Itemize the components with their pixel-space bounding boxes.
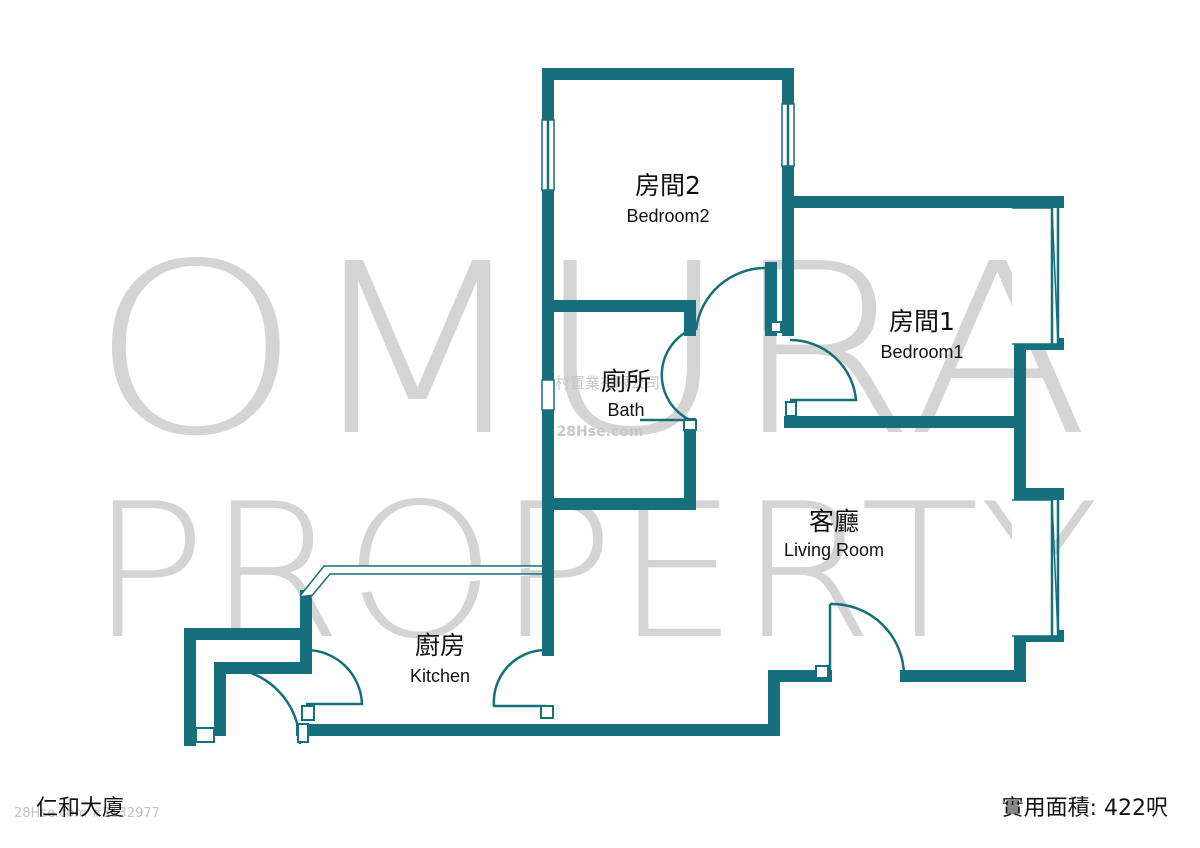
window-bedroom1-bay [1012, 207, 1059, 345]
wall-east [1014, 338, 1064, 500]
label-living-en: Living Room [784, 540, 884, 560]
building-name: 仁和大廈 [36, 796, 125, 821]
wall-entry-inner [214, 642, 312, 736]
kitchen-counter-inner [309, 573, 542, 599]
window-living-bay [1012, 499, 1059, 637]
label-bath-zh: 廁所 [601, 367, 651, 396]
door-living [829, 602, 906, 677]
label-bath-en: Bath [607, 400, 644, 420]
window-bath [541, 379, 555, 411]
listing-ref: 28Hse.com #3132977 [14, 806, 160, 821]
wall-bath [542, 300, 696, 336]
watermark-line2: PROPERTY [89, 463, 1099, 680]
wall-bath-lower [542, 418, 696, 510]
saleable-area: 實用面積: 422呎 [1001, 796, 1168, 821]
watermark-site: 28Hse.com [557, 424, 644, 440]
room-labels: 房間2 Bedroom2 房間1 Bedroom1 廁所 Bath 客廳 Liv… [410, 171, 964, 686]
wall-living-south [296, 670, 832, 736]
label-kitchen-en: Kitchen [410, 666, 470, 686]
label-bedroom2-en: Bedroom2 [626, 206, 709, 226]
door-bath [660, 328, 691, 422]
label-bedroom1-en: Bedroom1 [880, 342, 963, 362]
doors [195, 266, 906, 745]
door-bedroom1 [789, 338, 858, 402]
door-kitchen [492, 648, 547, 708]
door-kitchen-service [305, 648, 364, 706]
windows [299, 103, 1060, 637]
watermark-line1: OMURA [90, 213, 1090, 488]
watermark-agency: 小村置業有限公司 [540, 374, 660, 392]
door-bedroom2 [694, 266, 767, 331]
label-bedroom2-zh: 房間2 [635, 171, 701, 200]
label-kitchen-zh: 廚房 [415, 631, 465, 660]
label-bedroom1-zh: 房間1 [889, 307, 955, 336]
label-living-zh: 客廳 [809, 507, 859, 536]
watermark: OMURA PROPERTY 小村置業有限公司 28Hse.com [89, 213, 1099, 680]
